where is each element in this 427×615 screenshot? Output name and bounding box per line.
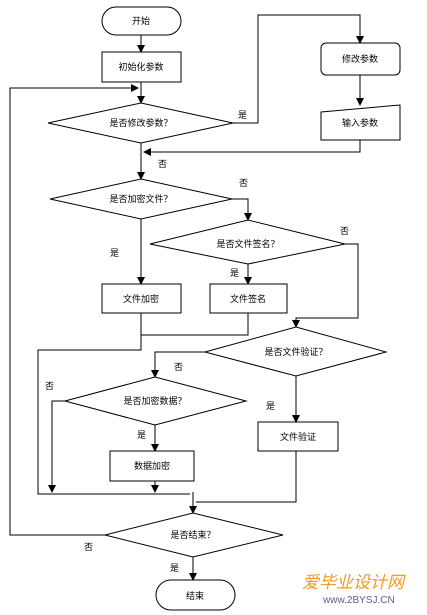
q-verify-file-label: 是否文件验证？ (264, 346, 327, 358)
q-verify-file-decision (203, 326, 388, 377)
verify-file-label: 文件验证 (280, 431, 316, 443)
q-encrypt-data-label: 是否加密数据？ (123, 395, 186, 407)
watermark-text: 爱毕业设计网 (302, 573, 406, 593)
edges (9, 14, 364, 581)
watermark: 爱毕业设计网 www.2BYSJ.CN (302, 573, 406, 606)
q-encrypt-file-label: 是否加密文件？ (109, 193, 172, 205)
start-label: 开始 (132, 15, 150, 27)
encrypt-data-process (109, 450, 195, 482)
edge-labels: 是 否 否 是 否 是 否 否 是 是 否 是 (45, 110, 349, 574)
input-manual (320, 104, 401, 141)
edge-qmodify-yes (233, 14, 364, 124)
sign-file-label: 文件签名 (230, 293, 266, 305)
label-encdata-yes: 是 (137, 430, 146, 441)
modify-process (320, 42, 401, 76)
sign-file-process (209, 283, 288, 314)
edge-qverify-no (151, 351, 205, 378)
edge-encfile-down (37, 313, 190, 495)
label-end-no: 否 (84, 542, 93, 553)
q-encrypt-file-decision (49, 178, 233, 220)
edge-qencdata-no (48, 400, 65, 493)
q-modify-label: 是否修改参数？ (109, 117, 172, 129)
edge-verify-down (196, 451, 297, 503)
q-end-label: 是否结束？ (170, 529, 215, 541)
label-modify-no: 否 (158, 159, 167, 170)
edge-qsign-no (292, 243, 359, 328)
watermark-url: www.2BYSJ.CN (322, 595, 395, 606)
start-terminal (101, 6, 182, 36)
label-modify-yes: 是 (238, 110, 247, 121)
edge-sign-out (141, 313, 249, 336)
input-label: 输入参数 (342, 117, 378, 129)
modify-label: 修改参数 (342, 53, 378, 65)
label-verify-no: 否 (174, 362, 183, 373)
edge-qencfile-no (232, 198, 252, 221)
q-sign-file-decision (149, 219, 346, 265)
label-verify-yes: 是 (266, 401, 275, 412)
edge-qend-no-loop (9, 84, 139, 536)
label-encfile-no: 否 (239, 178, 248, 189)
label-encfile-yes: 是 (110, 248, 119, 259)
q-encrypt-data-decision (63, 376, 248, 426)
end-label: 结束 (186, 590, 204, 602)
q-end-decision (104, 512, 284, 558)
label-encdata-no: 否 (45, 381, 54, 392)
q-sign-file-label: 是否文件签名？ (216, 238, 279, 250)
q-modify-decision (47, 102, 234, 144)
label-end-yes: 是 (170, 563, 179, 574)
label-sign-yes: 是 (230, 268, 239, 279)
label-sign-no: 否 (340, 226, 349, 237)
nodes: 开始 初始化参数 是否修改参数？ 修改参数 输入参数 是否加密文件？ 是否文件签… (47, 6, 401, 611)
verify-file-process (257, 421, 339, 452)
edge-input-back (143, 140, 361, 156)
end-terminal (155, 579, 236, 611)
init-label: 初始化参数 (118, 61, 163, 73)
encrypt-file-process (101, 283, 182, 314)
encrypt-file-label: 文件加密 (123, 293, 159, 305)
init-process (101, 51, 182, 83)
encrypt-data-label: 数据加密 (134, 460, 170, 472)
